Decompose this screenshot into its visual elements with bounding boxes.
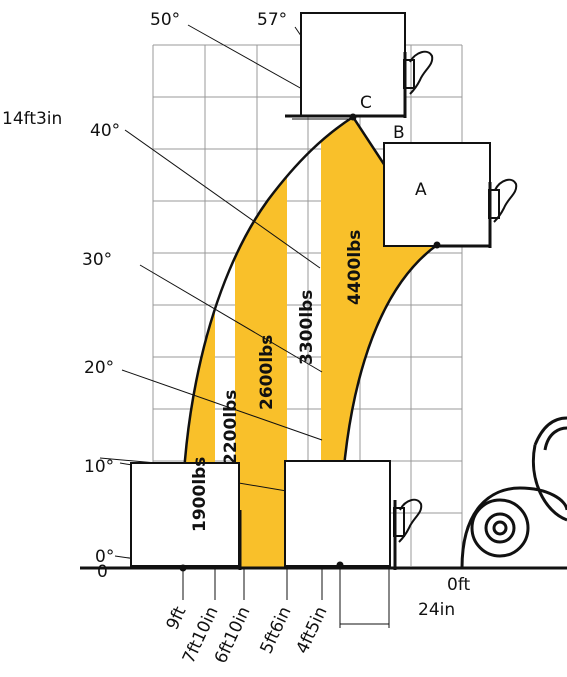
origin-label: 0ft [447,575,471,595]
point-label-c: C [360,93,372,113]
load-label-4400lbs: 4400lbs [345,230,365,305]
reach-label-4ft5in: 4ft5in [292,604,331,657]
offset-label: 24in [418,600,455,620]
load-label-1900lbs: 1900lbs [190,457,210,532]
angle-label-40: 40° [90,121,120,141]
load-label-3300lbs: 3300lbs [297,290,317,365]
load-label-2200lbs: 2200lbs [221,390,241,465]
reach-label-9ft: 9ft [163,603,191,633]
fork-top [285,12,434,118]
angle-label-50: 50° [150,10,180,30]
zone-2600lbs [244,117,287,568]
point-label-b: B [393,123,405,143]
angle-label-57: 57° [257,10,287,30]
height-min-label: 0 [97,562,108,582]
angle-label-30: 30° [82,250,112,270]
reach-label-5ft6in: 5ft6in [256,604,295,657]
angle-label-10: 10° [84,457,114,477]
point-label-a: A [415,180,427,200]
envelope-outline [180,115,439,569]
load-label-2600lbs: 2600lbs [257,335,277,410]
machine-wheel-icon [460,416,567,569]
angle-label-0: 0° [95,547,114,567]
key-points [179,113,441,572]
angle-label-20: 20° [84,358,114,378]
height-max-label: 14ft3in [2,109,62,129]
zone-2200lbs [235,117,244,568]
fork-right [383,142,518,248]
reach-ticks [182,118,390,628]
